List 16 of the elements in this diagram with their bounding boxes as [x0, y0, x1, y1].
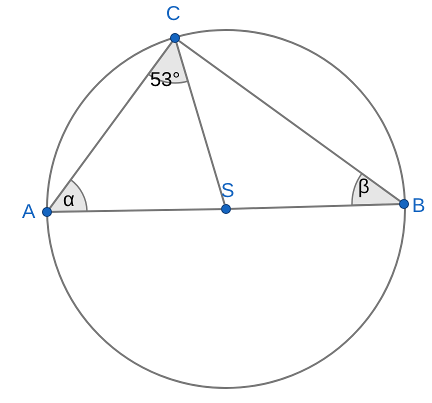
point-label: B — [412, 196, 426, 216]
point-marker — [170, 33, 180, 43]
line-segment — [175, 42, 226, 204]
point-marker — [221, 204, 231, 214]
point-label: A — [22, 202, 36, 222]
angle-label: β — [358, 177, 370, 197]
angle-label: α — [63, 190, 75, 210]
line-segment — [49, 41, 173, 209]
point-marker — [399, 199, 409, 209]
point-marker — [42, 207, 52, 217]
line-segment — [178, 40, 401, 202]
line-segment — [52, 208, 222, 213]
point-label: S — [221, 181, 234, 201]
point-label: C — [166, 4, 180, 24]
angle-label: 53° — [150, 70, 180, 90]
line-segment — [230, 203, 400, 210]
